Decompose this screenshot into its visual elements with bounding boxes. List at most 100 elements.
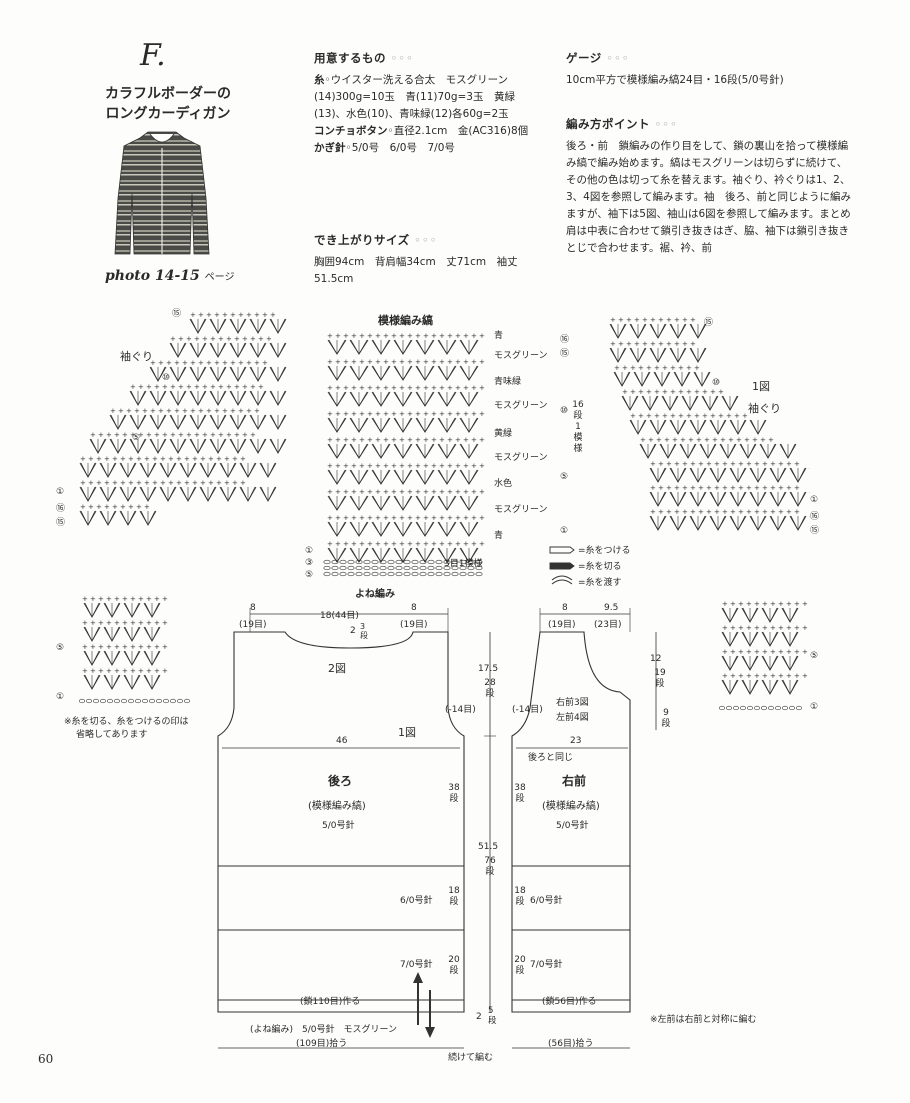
right-mark-15b: ⑮	[810, 526, 820, 536]
sc-stitch: +	[184, 455, 190, 463]
sc-stitch: +	[762, 672, 768, 680]
sc-stitch: +	[754, 672, 760, 680]
sc-stitch: +	[744, 436, 750, 444]
sc-stitch: +	[214, 359, 220, 367]
sc-stitch: +	[439, 358, 445, 366]
chain-stitch	[719, 705, 726, 711]
sc-stitch: +	[407, 384, 413, 392]
sc-stitch: +	[415, 436, 421, 444]
sc-stitch: +	[90, 431, 96, 439]
sc-stitch: +	[618, 316, 624, 324]
sc-stitch: +	[447, 540, 453, 548]
sc-stitch: +	[178, 335, 184, 343]
chain-stitch	[475, 565, 483, 571]
sc-stitch: +	[238, 311, 244, 319]
yone-mark-3: ③	[305, 558, 314, 568]
sc-stitch: +	[359, 358, 365, 366]
gauge-section: ゲージ ◦◦◦ 10cm平方で模様編み縞24目・16段(5/0号針)	[566, 50, 856, 89]
front-fig4: 左前4図	[556, 713, 589, 723]
sc-stitch: +	[391, 488, 397, 496]
sc-stitch: +	[168, 479, 174, 487]
sc-stitch: +	[106, 431, 112, 439]
chain-stitch	[403, 565, 411, 571]
sc-stitch: +	[335, 540, 341, 548]
sc-stitch: +	[778, 484, 784, 492]
sc-stitch: +	[383, 436, 389, 444]
chain-stitch	[427, 565, 435, 571]
sc-stitch: +	[431, 436, 437, 444]
sc-stitch: +	[162, 383, 168, 391]
sc-stitch: +	[415, 384, 421, 392]
sc-stitch: +	[423, 514, 429, 522]
sc-stitch: +	[646, 412, 652, 420]
sc-stitch: +	[144, 503, 150, 511]
sc-stitch: +	[447, 514, 453, 522]
front-note: ※左前は右前と対称に編む	[650, 1015, 757, 1025]
sc-stitch: +	[678, 388, 684, 396]
sc-stitch: +	[694, 412, 700, 420]
sc-stitch: +	[80, 503, 86, 511]
sc-stitch: +	[648, 436, 654, 444]
back-decrease: (-14目)	[445, 705, 476, 715]
sc-stitch: +	[630, 412, 636, 420]
sc-stitch: +	[351, 332, 357, 340]
finished-size-heading: でき上がりサイズ ◦◦◦	[314, 233, 438, 247]
sc-stitch: +	[82, 643, 88, 651]
stripe-color-label: モスグリーン	[494, 453, 548, 463]
sc-stitch: +	[230, 311, 236, 319]
sc-stitch: +	[254, 407, 260, 415]
sc-stitch: +	[770, 508, 776, 516]
sc-stitch: +	[270, 311, 276, 319]
sc-stitch: +	[730, 624, 736, 632]
back-rows-1: 38段	[448, 783, 460, 804]
sc-stitch: +	[610, 316, 616, 324]
continue-label: 続けて編む	[448, 1053, 494, 1063]
sc-stitch: +	[104, 503, 110, 511]
sc-stitch: +	[160, 455, 166, 463]
sc-stitch: +	[463, 332, 469, 340]
sc-stitch: +	[455, 462, 461, 470]
sc-stitch: +	[240, 455, 246, 463]
sc-stitch: +	[216, 455, 222, 463]
sc-stitch: +	[479, 384, 485, 392]
sc-stitch: +	[698, 460, 704, 468]
sc-stitch: +	[407, 410, 413, 418]
sc-stitch: +	[479, 462, 485, 470]
sc-stitch: +	[399, 514, 405, 522]
sc-stitch: +	[678, 412, 684, 420]
sc-stitch: +	[343, 462, 349, 470]
sc-stitch: +	[431, 462, 437, 470]
sc-stitch: +	[343, 358, 349, 366]
sc-stitch: +	[423, 436, 429, 444]
sc-stitch: +	[730, 648, 736, 656]
sc-stitch: +	[786, 460, 792, 468]
sc-stitch: +	[415, 358, 421, 366]
sc-stitch: +	[226, 431, 232, 439]
sc-stitch: +	[738, 484, 744, 492]
hook-label: かぎ針	[314, 142, 346, 154]
chain-stitch	[459, 571, 467, 577]
sc-stitch: +	[746, 648, 752, 656]
right-mark-15: ⑮	[704, 318, 714, 328]
sc-stitch: +	[674, 508, 680, 516]
sc-stitch: +	[658, 508, 664, 516]
sc-stitch: +	[238, 407, 244, 415]
stripe-color-label: 青	[494, 331, 504, 341]
sc-stitch: +	[674, 316, 680, 324]
back-neck-depth: 2	[350, 626, 356, 636]
sc-stitch: +	[479, 358, 485, 366]
sc-stitch: +	[722, 648, 728, 656]
center-chart-title: 模様編み縞	[378, 314, 433, 327]
legend-symbols	[549, 546, 575, 585]
sc-stitch: +	[662, 364, 668, 372]
sc-stitch: +	[104, 479, 110, 487]
chain-stitch	[355, 571, 363, 577]
sc-stitch: +	[184, 479, 190, 487]
sc-stitch: +	[670, 388, 676, 396]
chain-stitch	[435, 571, 443, 577]
sc-stitch: +	[170, 335, 176, 343]
yone-mark-5: ⑤	[305, 570, 314, 580]
sc-stitch: +	[479, 410, 485, 418]
chain-stitch	[355, 559, 363, 565]
sc-stitch: +	[383, 462, 389, 470]
